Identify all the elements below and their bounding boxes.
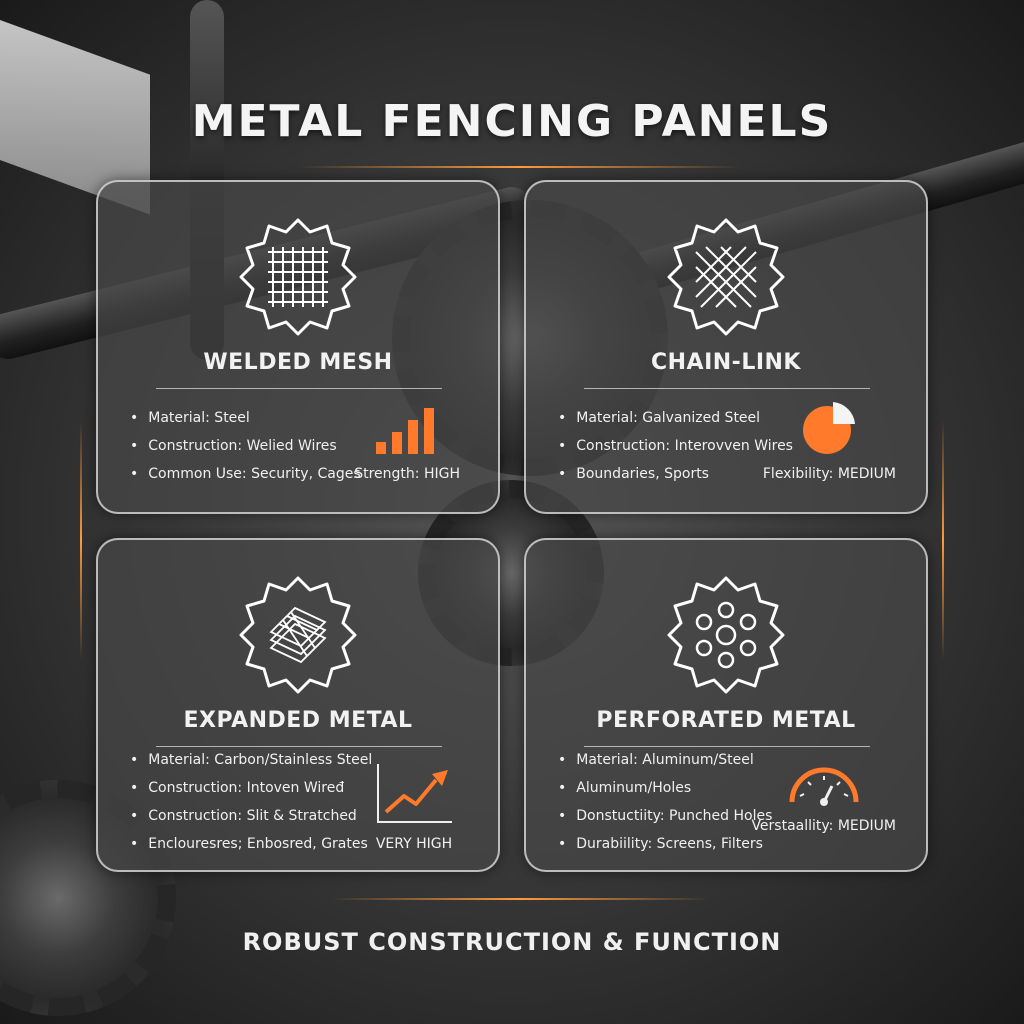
card-expanded-metal[interactable]: EXPANDED METAL Material: Carbon/Stainles… [96, 538, 500, 872]
metric: Verstaallity: MEDIUM [751, 762, 896, 834]
list-item: Common Use: Security, Cages [130, 460, 360, 488]
list-item: Boundaries, Sports [558, 460, 793, 488]
list-item: Material: Steel [130, 404, 361, 432]
gauge-icon [789, 767, 859, 806]
feature-list: Material: Steel Construction: Welied Wir… [130, 404, 361, 488]
divider [584, 388, 870, 389]
list-item: Material: Carbon/Stainless Steel [130, 746, 372, 774]
metric: Strength: HIGH [354, 404, 460, 482]
glow-accent [300, 166, 740, 168]
list-item: Construction: Intoven Wiređ [130, 774, 372, 802]
list-item: Material: Aluminum/Steel [558, 746, 772, 774]
feature-list: Material: Aluminum/Steel Aluminum/Holes … [558, 746, 772, 858]
metric-label: Strength: HIGH [354, 466, 460, 482]
glow-accent [330, 898, 710, 900]
perforated-holes-gear-icon [667, 576, 785, 694]
glow-accent [942, 420, 944, 660]
glow-accent [80, 420, 82, 660]
grid-mesh-gear-icon [239, 218, 357, 336]
divider [156, 388, 442, 389]
diamond-mesh-gear-icon [667, 218, 785, 336]
list-item: Construction: Interovven Wires [558, 432, 793, 460]
card-welded-mesh[interactable]: WELDED MESH Material: Steel Construction… [96, 180, 500, 514]
card-title: EXPANDED METAL [183, 708, 413, 733]
list-item: Donstuctiity: Punched Holes [558, 802, 772, 830]
card-perforated-metal[interactable]: PERFORATED METAL Material: Aluminum/Stee… [524, 538, 928, 872]
layered-mesh-gear-icon [239, 576, 357, 694]
list-item: Material: Galvanized Steel [558, 404, 793, 432]
list-item: Durabiility: Screens, Filters [558, 830, 772, 858]
metric: VERY HIGH [374, 762, 454, 852]
page-title: METAL FENCING PANELS [191, 96, 833, 147]
card-title: PERFORATED METAL [596, 708, 856, 733]
list-item: Construction: Slit & Stratched [130, 802, 372, 830]
pie-chart-icon [803, 402, 856, 454]
metric: Flexibility: MEDIUM [763, 400, 896, 482]
bar-chart-icon [376, 408, 435, 454]
metric-label: Flexibility: MEDIUM [762, 466, 896, 482]
list-item: Aluminum/Holes [558, 774, 772, 802]
feature-list: Material: Galvanized Steel Construction:… [558, 404, 793, 488]
metric-label: Verstaallity: MEDIUM [751, 818, 896, 834]
feature-list: Material: Carbon/Stainless Steel Constru… [130, 746, 372, 858]
trend-line-icon [377, 764, 452, 823]
list-item: Construction: Welied Wires [130, 432, 361, 460]
card-title: WELDED MESH [203, 350, 393, 375]
card-chain-link[interactable]: CHAIN-LINK Material: Galvanized Steel Co… [524, 180, 928, 514]
footer-tagline: ROBUST CONSTRUCTION & FUNCTION [242, 928, 782, 956]
metric-label: VERY HIGH [375, 836, 453, 852]
card-title: CHAIN-LINK [651, 350, 801, 375]
list-item: Enclouresres; Enbosred, Grates [130, 830, 372, 858]
